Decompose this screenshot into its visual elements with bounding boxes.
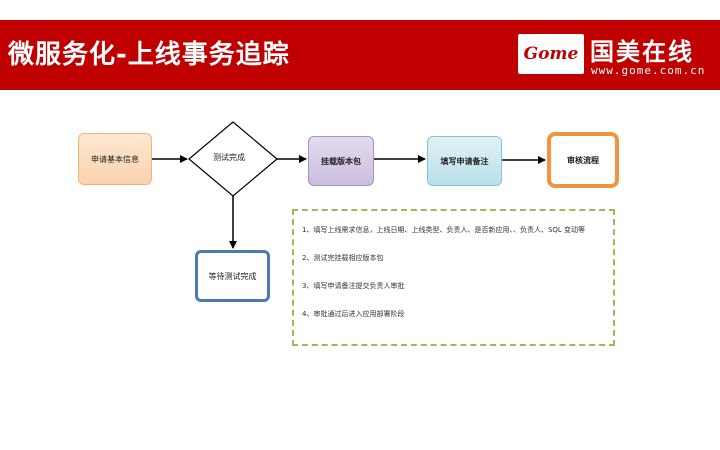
gome-logo: Gome [518, 34, 584, 74]
note-item-1: 1、填写上线需求信息，上线日期、上线类型、负责人、是否新应用、、负责人、SQL … [302, 226, 586, 234]
node-test-done-label: 测试完成 [213, 153, 245, 162]
node-wait-test: 等待测试完成 [195, 250, 270, 302]
node-fill-remark: 填写申请备注 [427, 136, 502, 186]
notes-panel [292, 209, 615, 346]
note-item-2: 2、测试完挂载相应版本包 [302, 254, 384, 262]
note-item-4: 4、审批通过后进入应用部署阶段 [302, 310, 405, 318]
note-item-3: 3、填写申请备注提交负责人审批 [302, 282, 405, 290]
node-apply-info: 申请基本信息 [78, 133, 152, 185]
node-review-process: 审核流程 [547, 132, 619, 188]
logo-url-text: www.gome.com.cn [591, 64, 706, 77]
logo-script-text: Gome [523, 44, 579, 64]
node-mount-package: 挂载版本包 [308, 136, 374, 186]
header-bar [0, 20, 720, 90]
page-title: 微服务化-上线事务追踪 [8, 40, 290, 70]
logo-chinese-text: 国美在线 [590, 38, 694, 66]
